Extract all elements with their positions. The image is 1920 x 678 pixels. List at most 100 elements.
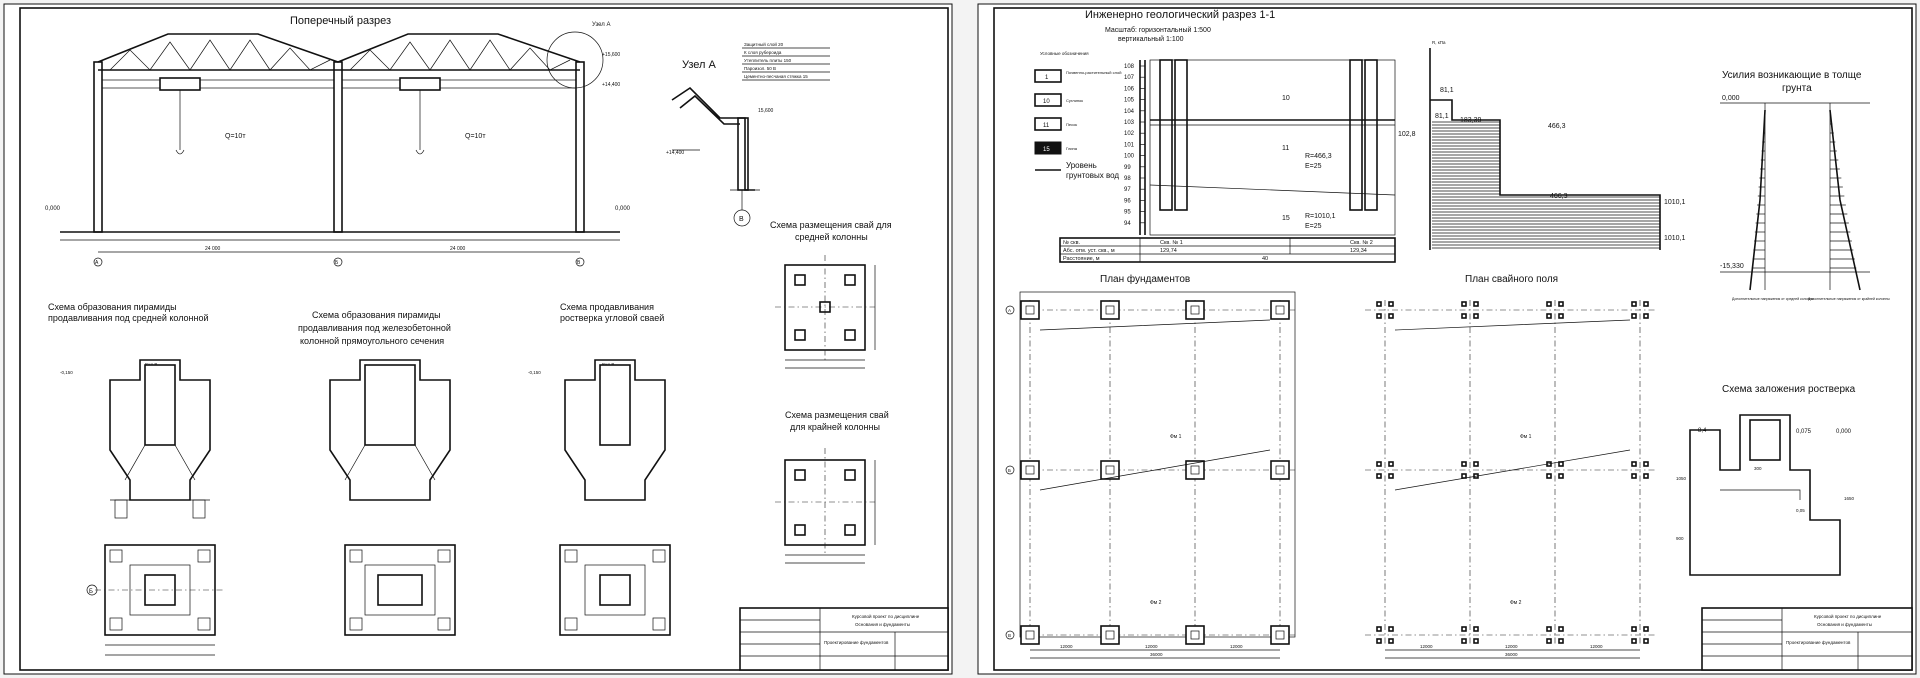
- grillage-dim-c: 1650: [1844, 496, 1855, 501]
- borehole-2-right: [1364, 59, 1378, 211]
- crane-label-right: Q=10т: [465, 133, 486, 140]
- foundation-plan-outline: [1019, 291, 1296, 638]
- pile-lm-5: [844, 329, 856, 341]
- pile: [1376, 313, 1382, 319]
- punching-corner: Схема продавливания ростверка угловой св…: [528, 302, 671, 636]
- pyramid-middle-pile-left: [114, 499, 128, 519]
- pile: [1546, 313, 1552, 319]
- pile-layout-edge-title-1: Схема размещения свай: [785, 410, 889, 420]
- pile: [1643, 626, 1649, 632]
- forces-curves: [1749, 109, 1861, 291]
- grillage-dim-a: 300: [1754, 466, 1762, 471]
- geo-bh2-elev: 129,34: [1350, 248, 1367, 254]
- grillage-scheme: Схема заложения ростверка 8,4 0,075 0,00…: [1676, 384, 1856, 576]
- pile-plan-row-axes: [1365, 309, 1655, 636]
- title-block-left: Курсовой проект по дисциплине Основания …: [739, 607, 949, 671]
- crane-trolley-left: [159, 77, 201, 91]
- pyramid-middle-mark: -0,150: [60, 370, 73, 375]
- geo-bh1-elev: 129,74: [1160, 248, 1177, 254]
- layer-label-r2: R=1010,1: [1305, 213, 1336, 220]
- foundation-plan-tag1: Фм 1: [1170, 434, 1182, 440]
- foundation-plan: План фундаментов Фм 1 Фм 2 12000 12000 1…: [1005, 273, 1296, 659]
- pile: [1546, 301, 1552, 307]
- elev-label: 97: [1124, 187, 1131, 193]
- forces-hatch: [1751, 114, 1857, 269]
- footing: [1185, 300, 1205, 320]
- footing-column: [1190, 305, 1200, 315]
- pile: [1558, 626, 1564, 632]
- pile-plan-dim-2: 12000: [1505, 644, 1518, 649]
- pile-sq-3: [109, 617, 123, 631]
- elev-label: 98: [1124, 176, 1131, 182]
- crane-beam-right: [341, 79, 577, 89]
- pile-le-3: [794, 524, 806, 536]
- truss-web-left: [109, 39, 331, 71]
- forces-title-2: грунта: [1782, 83, 1812, 94]
- geo-section-frame: [1149, 59, 1396, 236]
- grillage-section-line: [1720, 489, 1801, 500]
- axis-b-label: Б: [335, 260, 339, 266]
- footing: [1020, 460, 1040, 480]
- grillage-mark-c: 8,4: [1698, 428, 1707, 434]
- forces-mark-bottom: -15,330: [1720, 263, 1744, 270]
- pile: [1631, 313, 1637, 319]
- punching-corner-plan: [559, 544, 671, 636]
- resistance-val-1: 81,1: [1440, 87, 1454, 94]
- pile-plan-col-axes: [1384, 300, 1641, 645]
- resistance-val-6: 1010,1: [1664, 199, 1686, 206]
- pile-le-4: [844, 524, 856, 536]
- geo-layer-boundary-2: [1149, 184, 1396, 196]
- foundation-plan-footings: [1020, 300, 1290, 645]
- legend-num-4: 15: [1043, 147, 1050, 153]
- geo-scale-h: Масштаб: горизонтальный 1:500: [1105, 26, 1211, 34]
- borehole-1-right: [1174, 59, 1188, 211]
- legend-swatch-1: [1034, 69, 1062, 83]
- truss-web-right: [349, 39, 571, 71]
- dim-right: 24 000: [450, 246, 466, 252]
- pile-sq-4: [197, 617, 211, 631]
- geo-section: Инженерно геологический разрез 1-1 Масшт…: [1034, 9, 1416, 263]
- pile-le-1: [794, 469, 806, 481]
- pile-plan-piles: [1376, 301, 1649, 644]
- punching-corner-mark: -0,150: [528, 370, 541, 375]
- pyramid-rect-title-1: Схема образования пирамиды: [312, 310, 441, 320]
- pile-layout-edge: Схема размещения свай для крайней колонн…: [775, 410, 889, 564]
- resistance-axis-label: R, кПа: [1432, 40, 1446, 45]
- resistance-chart: R, кПа 81,1 81,1 183,39 466,3 466,3 1010…: [1429, 40, 1686, 250]
- elev-label: 100: [1124, 154, 1135, 160]
- grillage-body: [1689, 414, 1841, 576]
- pile-lm-1: [794, 274, 806, 286]
- pyramid-middle-body: [109, 359, 211, 501]
- pile: [1388, 301, 1394, 307]
- node-a-note-3: Утеплитель плиты 150: [744, 58, 792, 63]
- geo-bh1: Скв. № 1: [1160, 240, 1183, 246]
- fp-axis-bubble-b: [1005, 465, 1015, 475]
- pile-sq-2: [197, 549, 211, 563]
- cross-section-title: Поперечный разрез: [290, 15, 391, 27]
- footing: [1020, 300, 1040, 320]
- pile: [1631, 638, 1637, 644]
- pile-sq-8: [437, 617, 451, 631]
- fp-axis-b: Б: [1008, 468, 1011, 473]
- node-a-callout-label: Узел А: [592, 22, 610, 28]
- pyramid-rect-plan-inner: [364, 564, 436, 616]
- sheet-left-frame: [19, 7, 949, 671]
- pile-layout-middle-title-2: средней колонны: [795, 232, 868, 242]
- mark-zero-right: 0,000: [615, 206, 631, 212]
- pile: [1461, 638, 1467, 644]
- fp-axis-bubble-a: [1005, 305, 1015, 315]
- pile: [1376, 626, 1382, 632]
- pile-plan-dim-lines: [1385, 649, 1640, 659]
- title-block-right-line3: Проектирование фундаментов: [1786, 640, 1851, 645]
- pile: [1473, 301, 1479, 307]
- pile: [1376, 473, 1382, 479]
- pyramid-middle-title-1: Схема образования пирамиды: [48, 302, 177, 312]
- grillage-dim-b: 1050: [1676, 476, 1687, 481]
- pile-sq-5: [349, 549, 363, 563]
- grillage-title: Схема заложения ростверка: [1722, 384, 1856, 395]
- grillage-mark-b: 0,000: [1836, 429, 1852, 435]
- title-block-right-grid: [1702, 608, 1912, 670]
- pile-lm-2: [844, 274, 856, 286]
- sheet-left: Поперечный разрез Q=10т Q=10т 0,000 0,00…: [3, 3, 953, 675]
- legend-water-label-2: грунтовых вод: [1066, 171, 1119, 180]
